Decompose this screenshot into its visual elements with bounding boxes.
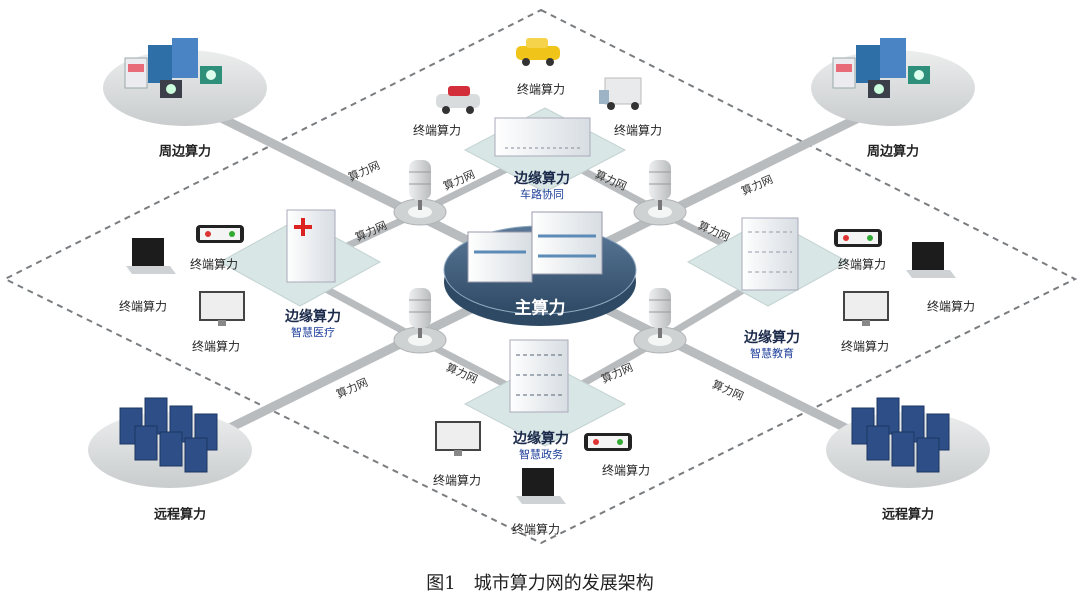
terminal-label: 终端算力 [119, 298, 167, 315]
terminal-label: 终端算力 [512, 521, 560, 538]
figure-caption: 图1 城市算力网的发展架构 [0, 569, 1080, 595]
terminal-label: 终端算力 [927, 298, 975, 315]
terminal-label: 终端算力 [602, 462, 650, 479]
terminal-label: 终端算力 [841, 338, 889, 355]
edge-building-right [742, 218, 798, 290]
edge-building-left [287, 210, 335, 282]
monitor-icon [436, 422, 480, 456]
edge-right-title: 边缘算力 [744, 327, 800, 347]
terminal-label: 终端算力 [190, 256, 238, 273]
laptop-icon [516, 468, 566, 504]
laptop-icon [126, 238, 176, 274]
terminal-label: 终端算力 [614, 122, 662, 139]
monitor-icon [844, 292, 888, 326]
terminal-label: 终端算力 [413, 122, 461, 139]
main-compute-label: 主算力 [515, 294, 566, 319]
phone-icon [196, 225, 244, 243]
car-icons [436, 38, 641, 114]
edge-right-sub: 智慧教育 [750, 345, 794, 361]
edge-building-top [495, 118, 590, 156]
terminal-label: 终端算力 [433, 472, 481, 489]
laptop-icon [906, 242, 956, 278]
peripheral-label-right: 周边算力 [867, 141, 919, 160]
edge-left-title: 边缘算力 [285, 306, 341, 326]
edge-left-sub: 智慧医疗 [291, 324, 335, 340]
edge-top-sub: 车路协同 [520, 186, 564, 202]
remote-label-left: 远程算力 [154, 504, 206, 523]
remote-label-right: 远程算力 [882, 504, 934, 523]
edge-bottom-title: 边缘算力 [513, 428, 569, 448]
phone-icon [584, 433, 632, 451]
terminal-label: 终端算力 [517, 81, 565, 98]
terminal-label: 终端算力 [838, 256, 886, 273]
edge-building-bottom [510, 340, 568, 412]
edge-top-title: 边缘算力 [514, 168, 570, 188]
edge-bottom-sub: 智慧政务 [519, 446, 563, 462]
monitor-icon [200, 292, 244, 326]
peripheral-label-left: 周边算力 [159, 141, 211, 160]
terminal-label: 终端算力 [192, 338, 240, 355]
phone-icon [834, 229, 882, 247]
